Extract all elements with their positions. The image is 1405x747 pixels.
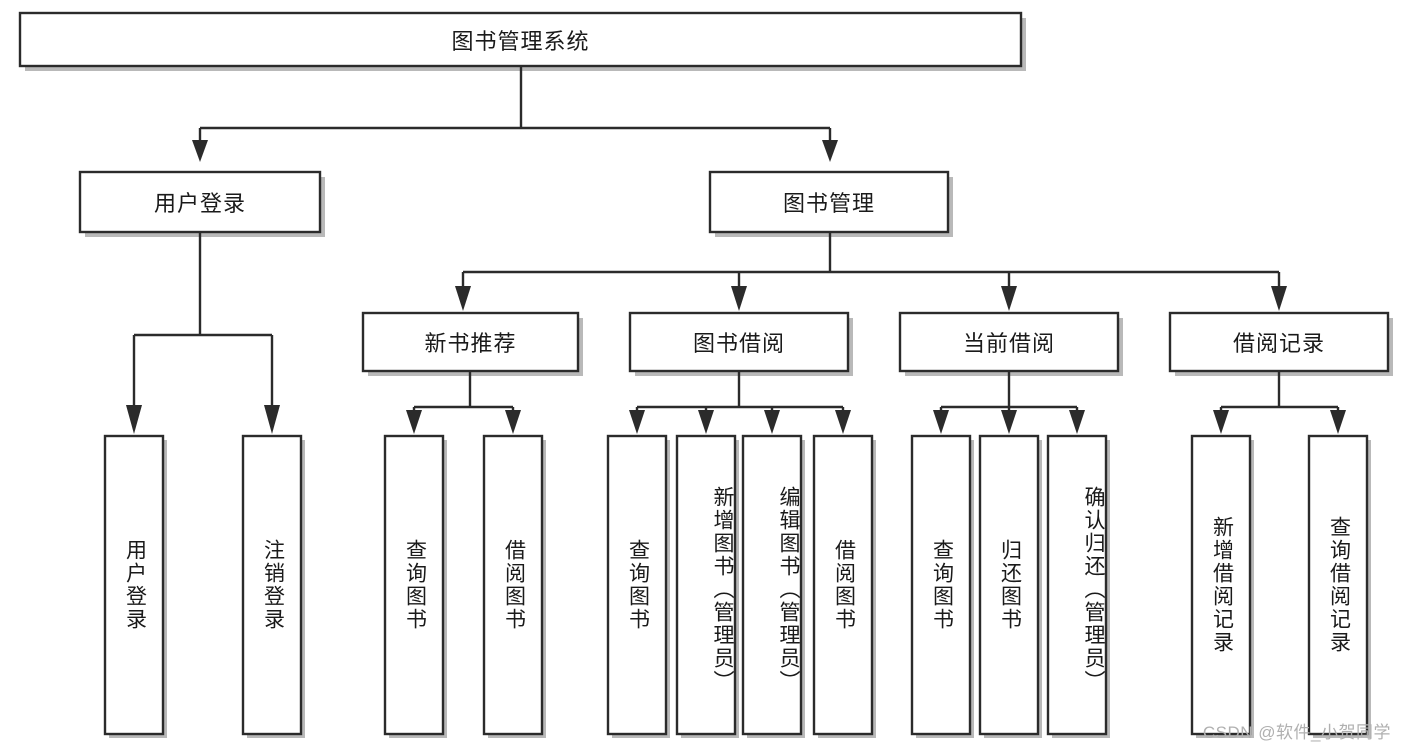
leaf-box-logout[interactable] (241, 434, 303, 736)
arrow-to-book-manage (822, 140, 838, 162)
arrow-newbook-leaf-1 (406, 410, 422, 434)
leaf-box-edit-book-admin[interactable] (741, 434, 803, 736)
leaf-box-query-book-2[interactable] (606, 434, 668, 736)
csdn-watermark: CSDN @软件_小贺同学 (1202, 723, 1391, 742)
leaf-add-book-admin[interactable] (675, 434, 739, 738)
arrow-currentborrow-leaf-1 (933, 410, 949, 434)
arrow-borrowrecord-leaf-1 (1213, 410, 1229, 434)
node-book-manage[interactable] (708, 170, 953, 237)
leaf-query-book-3[interactable] (910, 434, 974, 738)
book-borrow-box[interactable] (628, 311, 850, 373)
leaf-box-add-book-admin[interactable] (675, 434, 737, 736)
user-login-box[interactable] (78, 170, 322, 234)
leaf-box-add-borrow-record[interactable] (1190, 434, 1252, 736)
arrow-newbook-leaf-2 (505, 410, 521, 434)
node-new-book-recommend[interactable] (361, 311, 583, 376)
arrow-bookborrow-leaf-2 (698, 410, 714, 434)
root-box[interactable] (18, 11, 1023, 68)
leaf-query-book-2[interactable] (606, 434, 670, 738)
leaf-user-login[interactable] (103, 434, 167, 738)
leaf-box-user-login[interactable] (103, 434, 165, 736)
arrow-currentborrow-leaf-3 (1069, 410, 1085, 434)
arrow-bookborrow-leaf-1 (629, 410, 645, 434)
leaf-edit-book-admin[interactable] (741, 434, 805, 738)
leaf-box-return-book[interactable] (978, 434, 1040, 736)
arrow-bookborrow-leaf-3 (764, 410, 780, 434)
node-root[interactable] (18, 11, 1026, 71)
arrow-bookborrow-leaf-4 (835, 410, 851, 434)
leaf-box-query-book-3[interactable] (910, 434, 972, 736)
leaf-borrow-book-1[interactable] (482, 434, 546, 738)
node-book-borrow[interactable] (628, 311, 853, 376)
leaf-box-confirm-return-admin[interactable] (1046, 434, 1108, 736)
current-borrow-box[interactable] (898, 311, 1120, 373)
arrow-leaf-user-login (126, 405, 142, 434)
leaf-confirm-return-admin[interactable] (1046, 434, 1110, 738)
leaf-box-query-borrow-record[interactable] (1307, 434, 1369, 736)
leaf-return-book[interactable] (978, 434, 1042, 738)
node-current-borrow[interactable] (898, 311, 1123, 376)
arrow-borrowrecord-leaf-2 (1330, 410, 1346, 434)
leaf-box-borrow-book-1[interactable] (482, 434, 544, 736)
leaf-add-borrow-record[interactable] (1190, 434, 1254, 738)
arrow-to-borrow-record (1271, 286, 1287, 311)
arrow-to-user-login (192, 140, 208, 162)
node-borrow-record[interactable] (1168, 311, 1393, 376)
arrow-leaf-logout (264, 405, 280, 434)
arrow-to-book-borrow (731, 286, 747, 311)
leaf-query-borrow-record[interactable] (1307, 434, 1371, 738)
arrow-to-current-borrow (1001, 286, 1017, 311)
leaf-query-book-1[interactable] (383, 434, 447, 738)
leaf-box-query-book-1[interactable] (383, 434, 445, 736)
arrow-to-new-book (455, 286, 471, 311)
leaf-borrow-book-2[interactable] (812, 434, 876, 738)
leaf-logout[interactable] (241, 434, 305, 738)
book-manage-box[interactable] (708, 170, 950, 234)
arrow-currentborrow-leaf-2 (1001, 410, 1017, 434)
borrow-record-box[interactable] (1168, 311, 1390, 373)
node-user-login[interactable] (78, 170, 325, 237)
new-book-box[interactable] (361, 311, 580, 373)
leaf-box-borrow-book-2[interactable] (812, 434, 874, 736)
